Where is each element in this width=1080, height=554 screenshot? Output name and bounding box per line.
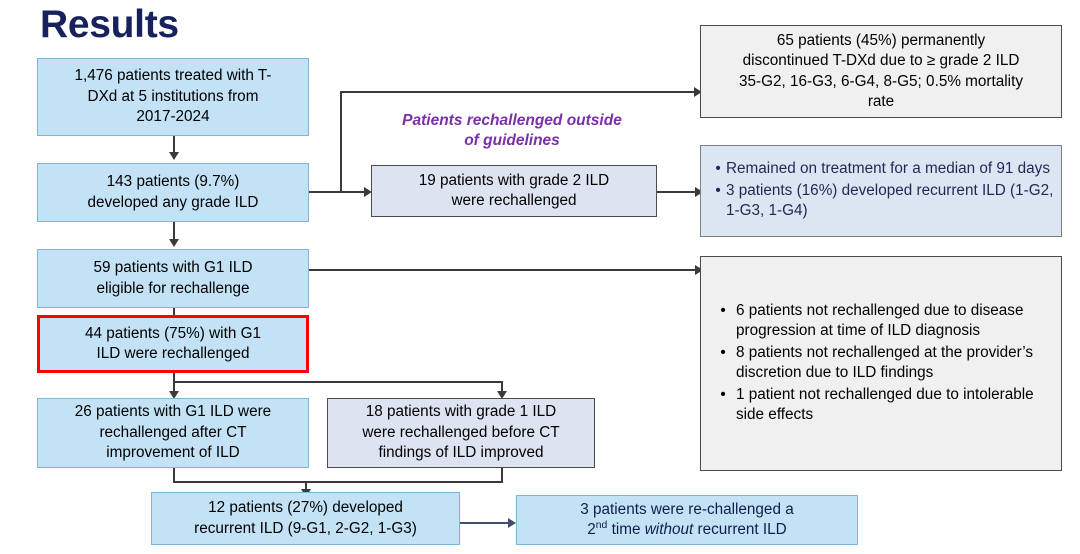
box-after-ct-line2: rechallenged after CT [99, 423, 247, 441]
box-recurrent-line2: recurrent ILD (9-G1, 2-G2, 1-G3) [194, 519, 417, 537]
box-before-ct-line3: findings of ILD improved [378, 444, 544, 462]
grade2-outcome-text: 3 patients (16%) developed recurrent ILD… [726, 181, 1054, 220]
bullet-icon: • [715, 160, 721, 178]
connector-to-discontinued [340, 91, 700, 93]
connector-grade2-to-outcomes [657, 191, 701, 193]
box-any-grade-ild-line1: 143 patients (9.7%) [106, 173, 240, 190]
box-any-grade-ild-line2: developed any grade ILD [87, 193, 259, 211]
box-second-rechallenge[interactable]: 3 patients were re-challenged a 2nd time… [516, 495, 858, 545]
bullet-icon: • [715, 181, 721, 199]
bullet-icon: • [720, 301, 726, 319]
box-eligible-g1[interactable]: 59 patients with G1 ILD eligible for rec… [37, 249, 309, 308]
not-rechallenged-reason-text: 8 patients not rechallenged at the provi… [736, 343, 1034, 382]
box-second-rechallenge-line2: 2nd time without recurrent ILD [587, 519, 787, 538]
connector-merge-horizontal [173, 481, 503, 483]
grade2-outcome-text: Remained on treatment for a median of 91… [726, 160, 1050, 178]
box-discontinued-line1: 65 patients (45%) permanently [776, 31, 986, 49]
bullet-icon: • [720, 385, 726, 403]
connector-split-left-down [173, 381, 175, 393]
box-after-ct-line1: 26 patients with G1 ILD were [74, 403, 272, 421]
box-rechallenged-before-ct[interactable]: 18 patients with grade 1 ILD were rechal… [327, 398, 595, 468]
box-after-ct-line3: improvement of ILD [106, 444, 240, 462]
box-before-ct-line2: were rechallenged before CT [362, 423, 560, 441]
second-rechallenge-post: recurrent ILD [693, 521, 787, 538]
box-rechallenged-g1-line1: 44 patients (75%) with G1 [84, 324, 261, 342]
box-discontinued-line4: rate [867, 93, 895, 110]
box-rechallenged-g1-highlighted[interactable]: 44 patients (75%) with G1 ILD were recha… [37, 315, 309, 373]
second-rechallenge-ordinal-suffix: nd [595, 519, 608, 531]
arrowhead-to-grade2-outcomes [695, 187, 703, 197]
list-item: • 8 patients not rechallenged at the pro… [710, 343, 1054, 384]
arrowhead-to-discontinued [694, 87, 702, 97]
connector-anygrade-vertical [340, 91, 342, 193]
box-cohort-line3: 2017-2024 [136, 108, 210, 126]
arrowhead-to-second-rechallenge [508, 518, 516, 528]
connector-rechallenged-down [173, 372, 175, 382]
arrowhead-to-beforect [497, 391, 507, 399]
connector-beforect-down [501, 467, 503, 482]
box-grade2-line1: 19 patients with grade 2 ILD [418, 171, 610, 189]
not-rechallenged-reason-text: 6 patients not rechallenged due to disea… [736, 301, 1024, 340]
connector-split-right-down [501, 381, 503, 393]
box-eligible-g1-line1: 59 patients with G1 ILD [93, 259, 253, 276]
connector-merge-center-down [305, 481, 307, 491]
box-grade2-outcomes[interactable]: • Remained on treatment for a median of … [700, 145, 1062, 237]
list-item: • 1 patient not rechallenged due to into… [710, 385, 1054, 426]
annotation-line1: Patients rechallenged outside [402, 112, 622, 129]
not-rechallenged-reason-text: 1 patient not rechallenged due to intole… [736, 385, 1034, 424]
box-cohort-line2: DXd at 5 institutions from [87, 87, 259, 105]
list-item: • 6 patients not rechallenged due to dis… [710, 301, 1054, 342]
connector-anygrade-right-stub [308, 191, 342, 193]
box-grade2-line2: were rechallenged [451, 192, 577, 209]
list-item: • 3 patients (16%) developed recurrent I… [710, 181, 1054, 222]
annotation-outside-guidelines: Patients rechallenged outside of guideli… [372, 111, 652, 151]
connector-eligible-to-notrechallenged [308, 269, 701, 271]
box-cohort-line1: 1,476 patients treated with T- [74, 67, 272, 85]
arrowhead-cohort-to-anygrade [169, 152, 179, 160]
connector-anygrade-to-grade2box [340, 191, 370, 193]
arrowhead-to-notrechallenged [695, 265, 703, 275]
annotation-line2: of guidelines [464, 132, 560, 149]
box-second-rechallenge-line1: 3 patients were re-challenged a [580, 500, 794, 518]
box-eligible-g1-line2: eligible for rechallenge [96, 279, 250, 297]
grade2-outcomes-list: • Remained on treatment for a median of … [708, 159, 1054, 223]
connector-eligible-to-rechallenged [173, 308, 175, 318]
box-permanently-discontinued[interactable]: 65 patients (45%) permanently discontinu… [700, 25, 1062, 118]
connector-afterct-down [173, 467, 175, 482]
bullet-icon: • [720, 343, 726, 361]
second-rechallenge-emphasis: without [644, 521, 694, 538]
connector-recurrent-to-second [460, 522, 514, 524]
box-discontinued-line3: 35-G2, 16-G3, 6-G4, 8-G5; 0.5% mortality [739, 72, 1023, 90]
arrowhead-to-afterct [169, 391, 179, 399]
box-not-rechallenged-reasons[interactable]: • 6 patients not rechallenged due to dis… [700, 256, 1062, 471]
connector-anygrade-to-eligible [173, 222, 175, 242]
box-any-grade-ild[interactable]: 143 patients (9.7%) developed any grade … [37, 163, 309, 222]
box-cohort[interactable]: 1,476 patients treated with T- DXd at 5 … [37, 58, 309, 136]
arrowhead-to-grade2box [364, 187, 372, 197]
box-rechallenged-after-ct[interactable]: 26 patients with G1 ILD were rechallenge… [37, 398, 309, 468]
second-rechallenge-mid: time [607, 521, 645, 538]
not-rechallenged-list: • 6 patients not rechallenged due to dis… [708, 301, 1054, 427]
box-rechallenged-g1-line2: ILD were rechallenged [96, 345, 250, 362]
list-item: • Remained on treatment for a median of … [710, 159, 1054, 180]
box-before-ct-line1: 18 patients with grade 1 ILD [365, 403, 557, 421]
connector-split-horizontal [173, 381, 503, 383]
box-grade2-rechallenged[interactable]: 19 patients with grade 2 ILD were rechal… [371, 165, 657, 217]
box-recurrent-line1: 12 patients (27%) developed [208, 499, 403, 516]
arrowhead-anygrade-to-eligible [169, 239, 179, 247]
connector-cohort-to-anygrade [173, 135, 175, 155]
page-title: Results [40, 3, 179, 46]
box-recurrent-ild[interactable]: 12 patients (27%) developed recurrent IL… [151, 492, 460, 545]
box-discontinued-line2: discontinued T-DXd due to ≥ grade 2 ILD [742, 52, 1020, 69]
second-rechallenge-ordinal: 2 [587, 521, 596, 538]
